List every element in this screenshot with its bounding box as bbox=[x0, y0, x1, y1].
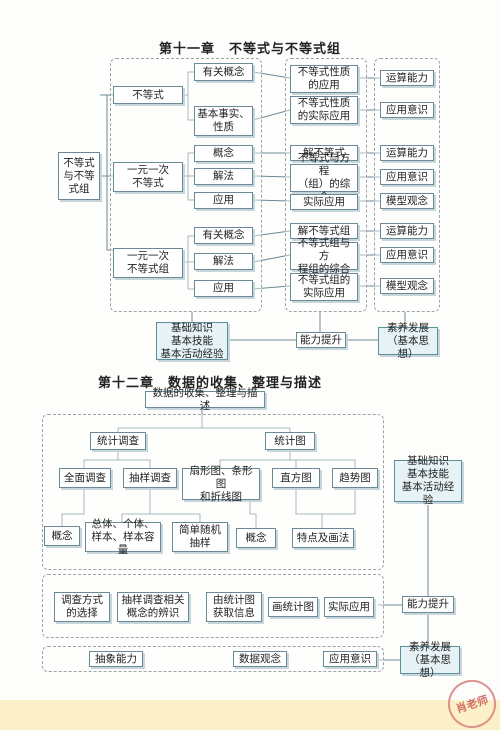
application: 应用 bbox=[194, 192, 253, 209]
ch11-ability-box: 能力提升 bbox=[296, 332, 346, 348]
simple-random-sampling: 简单随机 抽样 bbox=[172, 522, 228, 552]
concept-related: 有关概念 bbox=[194, 63, 253, 81]
literacy-model-2: 模型观念 bbox=[380, 278, 434, 294]
literacy-model-1: 模型观念 bbox=[380, 193, 434, 209]
practical-application: 实际应用 bbox=[324, 597, 374, 617]
features-drawing: 特点及画法 bbox=[292, 528, 354, 548]
app-property-use: 不等式性质 的应用 bbox=[290, 65, 358, 93]
pie-bar-line-charts: 扇形图、条形图 和折线图 bbox=[182, 465, 260, 503]
app-practical: 实际应用 bbox=[290, 194, 358, 210]
solution-method: 解法 bbox=[194, 168, 253, 185]
ch11-literacy-group bbox=[374, 58, 440, 312]
app-solve-inequality: 解不等式 bbox=[290, 145, 358, 161]
trend-chart: 趋势图 bbox=[332, 468, 378, 488]
chapter-11-title: 第十一章 不等式与不等式组 bbox=[158, 42, 341, 57]
application-awareness: 应用意识 bbox=[323, 651, 377, 667]
app-inequality-equation: 不等式与方程 （组）的综合 bbox=[290, 152, 358, 203]
app-solve-system: 解不等式组 bbox=[290, 223, 358, 239]
literacy-calc-2: 运算能力 bbox=[380, 145, 434, 161]
histogram: 直方图 bbox=[272, 468, 320, 488]
read-chart-info: 由统计图 获取信息 bbox=[206, 592, 262, 622]
ch11-branch-inequality: 不等式 bbox=[113, 86, 183, 104]
literacy-calc-1: 运算能力 bbox=[380, 70, 434, 86]
data-concept: 数据观念 bbox=[233, 651, 287, 667]
abstraction-ability: 抽象能力 bbox=[89, 651, 143, 667]
bottom-band bbox=[0, 700, 500, 730]
literacy-apply-2: 应用意识 bbox=[380, 169, 434, 185]
statistical-survey: 统计调查 bbox=[90, 432, 146, 450]
population-sample: 总体、个体、 样本、样本容量 bbox=[85, 518, 161, 556]
sampling-survey: 抽样调查 bbox=[123, 468, 177, 488]
ch12-ability-box: 能力提升 bbox=[402, 596, 454, 613]
app-system-practical: 不等式组的 实际应用 bbox=[290, 273, 358, 301]
ch12-literacy-box: 素养发展 （基本思想） bbox=[400, 641, 460, 679]
solution-method-2: 解法 bbox=[194, 253, 253, 270]
ch12-concept-1: 概念 bbox=[44, 526, 80, 546]
statistical-chart: 统计图 bbox=[265, 432, 315, 450]
ch11-root-node: 不等式 与不等 式组 bbox=[58, 152, 100, 200]
census: 全面调查 bbox=[59, 468, 111, 488]
app-property-practical: 不等式性质 的实际应用 bbox=[290, 96, 358, 124]
ch11-literacy-box: 素养发展 （基本思想） bbox=[378, 322, 438, 360]
chapter-12-title: 第十二章 数据的收集、整理与描述 bbox=[97, 376, 322, 391]
ch12-root-node: 数据的收集、整理与描述 bbox=[145, 387, 265, 412]
literacy-apply-1: 应用意识 bbox=[380, 102, 434, 118]
ch11-foundation-box: 基础知识 基本技能 基本活动经验 bbox=[156, 322, 228, 360]
concept: 概念 bbox=[194, 145, 253, 162]
literacy-apply-3: 应用意识 bbox=[380, 247, 434, 263]
ch11-branch-linear-system: 一元一次 不等式组 bbox=[113, 248, 183, 278]
app-system-equation: 不等式组与方 程组的综合 bbox=[290, 237, 358, 275]
concept-related-2: 有关概念 bbox=[194, 227, 253, 244]
draw-chart: 画统计图 bbox=[268, 597, 318, 617]
basic-facts-properties: 基本事实、 性质 bbox=[194, 106, 253, 136]
sampling-concept-identify: 抽样调查相关 概念的辨识 bbox=[117, 592, 189, 622]
ch11-branch-linear-inequality: 一元一次 不等式 bbox=[113, 162, 183, 192]
ch12-concept-2: 概念 bbox=[236, 528, 276, 548]
ch12-foundation-box: 基础知识 基本技能 基本活动经验 bbox=[394, 455, 462, 506]
application-2: 应用 bbox=[194, 280, 253, 297]
literacy-calc-3: 运算能力 bbox=[380, 223, 434, 239]
survey-method-choice: 调查方式 的选择 bbox=[54, 592, 110, 622]
